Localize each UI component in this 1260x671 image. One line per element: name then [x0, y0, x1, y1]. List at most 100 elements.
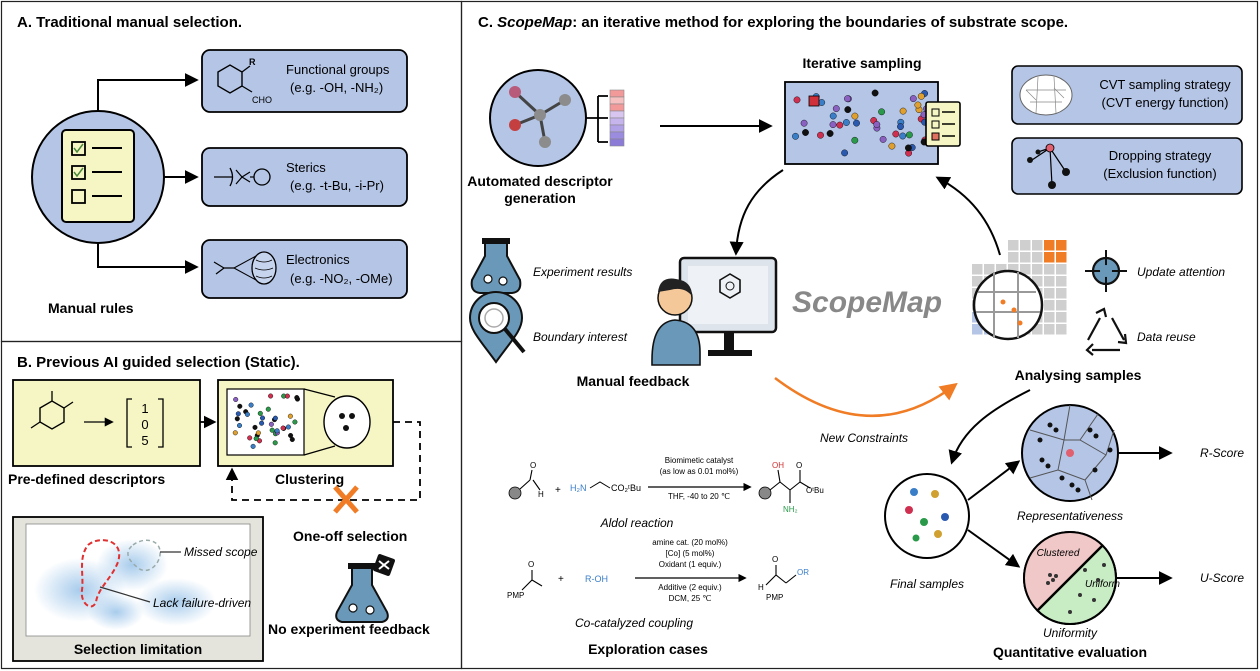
scatter-dot [284, 393, 290, 399]
analysing-samples-label: Analysing samples [1015, 367, 1142, 383]
scatter-dot [237, 403, 243, 409]
scatter-dot [832, 105, 840, 113]
iterative-sampling-box [784, 81, 939, 165]
coupling-o-left: O [528, 560, 534, 569]
boundary-pin-icon [468, 291, 526, 364]
scatter-dot [233, 397, 239, 403]
scatter-dot [905, 144, 912, 152]
scatter-dot [234, 416, 240, 422]
scatter-dot [892, 130, 900, 138]
scatter-dot [265, 406, 271, 412]
scatter-dot [878, 108, 885, 116]
uniformity-circle [1023, 531, 1117, 625]
sterics-title: Sterics [286, 160, 326, 175]
final-to-uniformity-arrow [967, 529, 1021, 568]
experiment-results-label: Experiment results [533, 265, 632, 279]
scatter-dot [248, 402, 254, 408]
scatter-dot [289, 437, 295, 443]
scatter-dot [914, 101, 922, 109]
coupling-cond3: Oxidant (1 equiv.) [659, 560, 722, 569]
predefined-descriptors-label: Pre-defined descriptors [8, 471, 165, 487]
new-constraints-label: New Constraints [820, 431, 908, 445]
grid-cell [1008, 264, 1019, 275]
r-score-label: R-Score [1200, 446, 1244, 460]
cross-icon [333, 485, 359, 514]
scatter-dot [285, 424, 291, 430]
grid-cell [1056, 288, 1067, 299]
quantitative-evaluation-label: Quantitative evaluation [993, 644, 1147, 660]
coupling-cond1: amine cat. (20 mol%) [652, 538, 728, 547]
scatter-dot [253, 436, 259, 442]
scatter-dot [909, 95, 917, 103]
electronics-box: Electronics (e.g. -NO₂, -OMe) [201, 239, 408, 299]
scatter-dot [252, 424, 258, 430]
aldol-amine: H₂N [570, 483, 587, 493]
final-samples-circle [884, 473, 970, 559]
scatter-dot [917, 92, 925, 100]
cvt-line2: (CVT energy function) [1102, 95, 1229, 110]
grid-cell [972, 324, 983, 335]
scatter-dot [899, 107, 907, 115]
grid-cell [1044, 288, 1055, 299]
dashed-feedback-loop [225, 421, 421, 501]
coupling-reaction-scheme: PMP O + R-OH amine cat. (20 mol%) [Co] (… [507, 538, 809, 603]
scatter-dot [906, 131, 913, 139]
aldol-otbu: OᵗBu [806, 486, 824, 495]
coupling-pmp-left: PMP [507, 591, 524, 600]
automated-descriptor-label-line2: generation [504, 190, 576, 206]
aldol-o2: O [796, 461, 802, 470]
scatter-dot [888, 142, 896, 150]
scatter-dot [851, 136, 859, 144]
lack-failure-label: Lack failure-driven [153, 596, 251, 610]
scatter-dot [826, 130, 834, 137]
scatter-dot [792, 132, 799, 140]
grid-cell [1032, 240, 1043, 251]
functional-groups-title: Functional groups [286, 62, 390, 77]
grid-cell [996, 264, 1007, 275]
scatter-dot [844, 95, 851, 103]
grid-cell [1020, 252, 1031, 263]
panel-a-title: A. Traditional manual selection. [17, 14, 242, 31]
grid-cell [1056, 300, 1067, 311]
scatter-dot [841, 149, 848, 157]
analysis-to-sampling-arrow [935, 176, 1001, 256]
cvt-strategy-box: CVT sampling strategy (CVT energy functi… [1011, 65, 1243, 125]
grid-cell [972, 276, 983, 287]
uniform-label: Uniform [1085, 579, 1120, 590]
manual-feedback-label: Manual feedback [577, 373, 690, 389]
sterics-example: (e.g. -t-Bu, -i-Pr) [290, 178, 384, 193]
scatter-dot [272, 440, 278, 446]
drop-line2: (Exclusion function) [1103, 166, 1216, 181]
grid-cell [1032, 264, 1043, 275]
clustered-label: Clustered [1037, 548, 1080, 559]
scatter-dot [272, 415, 278, 421]
aldol-oh: OH [772, 461, 784, 470]
grid-cell [1044, 252, 1055, 263]
new-constraints-arrow [774, 377, 958, 418]
panel-c-title-name: ScopeMap [497, 14, 572, 31]
scatter-dot [802, 129, 809, 136]
drop-line1: Dropping strategy [1109, 148, 1212, 163]
coupling-pmp-right: PMP [766, 593, 783, 602]
grid-cell [1008, 252, 1019, 263]
coupling-plus: + [558, 574, 564, 585]
target-icon [1085, 250, 1127, 292]
vector-value-3: 5 [141, 433, 148, 448]
scatter-dot [259, 420, 265, 426]
scopemap-wordmark: ScopeMap [792, 286, 942, 319]
coupling-or: OR [797, 568, 809, 577]
scatter-dot [268, 421, 274, 427]
panel-a-connectors [97, 73, 199, 274]
grid-cell [1020, 264, 1031, 275]
aryl-r-label: R [249, 57, 256, 67]
scatter-dot [260, 415, 266, 421]
scatter-dot [829, 121, 837, 129]
functional-groups-example: (e.g. -OH, -NH₂) [290, 80, 383, 95]
scatter-dot [280, 425, 286, 431]
scatter-dot [268, 393, 274, 399]
panel-c-title: C. ScopeMap: an iterative method for exp… [478, 14, 1068, 31]
grid-cell [1056, 240, 1067, 251]
iterative-sampling-label: Iterative sampling [802, 55, 921, 71]
clustering-label: Clustering [275, 471, 344, 487]
aldol-cond2: (as low as 0.01 mol%) [660, 467, 739, 476]
